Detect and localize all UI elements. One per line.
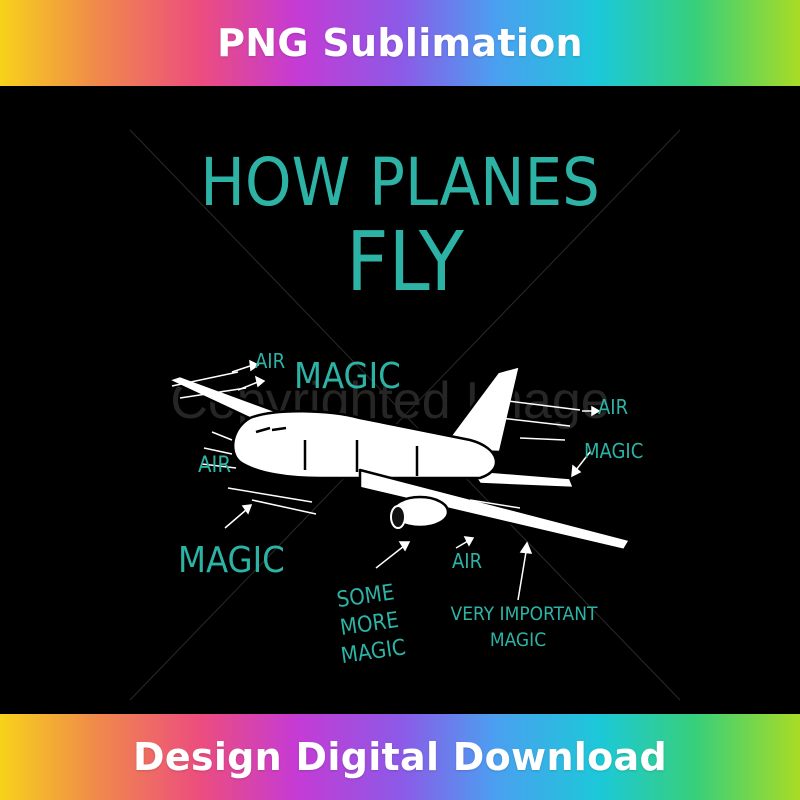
bottom-banner: Design Digital Download xyxy=(0,714,800,800)
label-magic-right: MAGIC xyxy=(584,439,643,463)
banner-subtitle: Design Digital Download xyxy=(133,735,667,779)
label-air-bottom: AIR xyxy=(452,549,482,573)
label-some-more-magic: SOME MORE MAGIC xyxy=(335,580,407,669)
design-illustration: HOW PLANES FLY Copyrighted Image xyxy=(129,129,681,701)
design-artwork: HOW PLANES FLY Copyrighted Image xyxy=(0,86,800,714)
title-line-1: HOW PLANES xyxy=(200,144,600,221)
label-arrows xyxy=(224,359,601,601)
airflow-lines xyxy=(171,371,581,519)
plane-details xyxy=(255,426,419,476)
label-magic-left: MAGIC xyxy=(178,540,285,581)
banner-title: PNG Sublimation xyxy=(217,21,583,65)
airplane-icon xyxy=(166,364,632,552)
title-line-2: FLY xyxy=(346,215,465,310)
svg-text:SOME: SOME xyxy=(335,580,396,613)
watermark-lines xyxy=(129,129,681,701)
svg-text:MAGIC: MAGIC xyxy=(339,635,407,669)
label-air-right: AIR xyxy=(598,395,628,419)
top-banner: PNG Sublimation xyxy=(0,0,800,86)
label-air-top: AIR xyxy=(255,349,285,373)
label-air-left: AIR xyxy=(198,453,231,478)
label-very-important: VERY IMPORTANT xyxy=(451,603,598,625)
label-magic-top: MAGIC xyxy=(294,356,401,397)
svg-text:MORE: MORE xyxy=(339,608,401,641)
label-very-important-magic: MAGIC xyxy=(490,629,546,651)
